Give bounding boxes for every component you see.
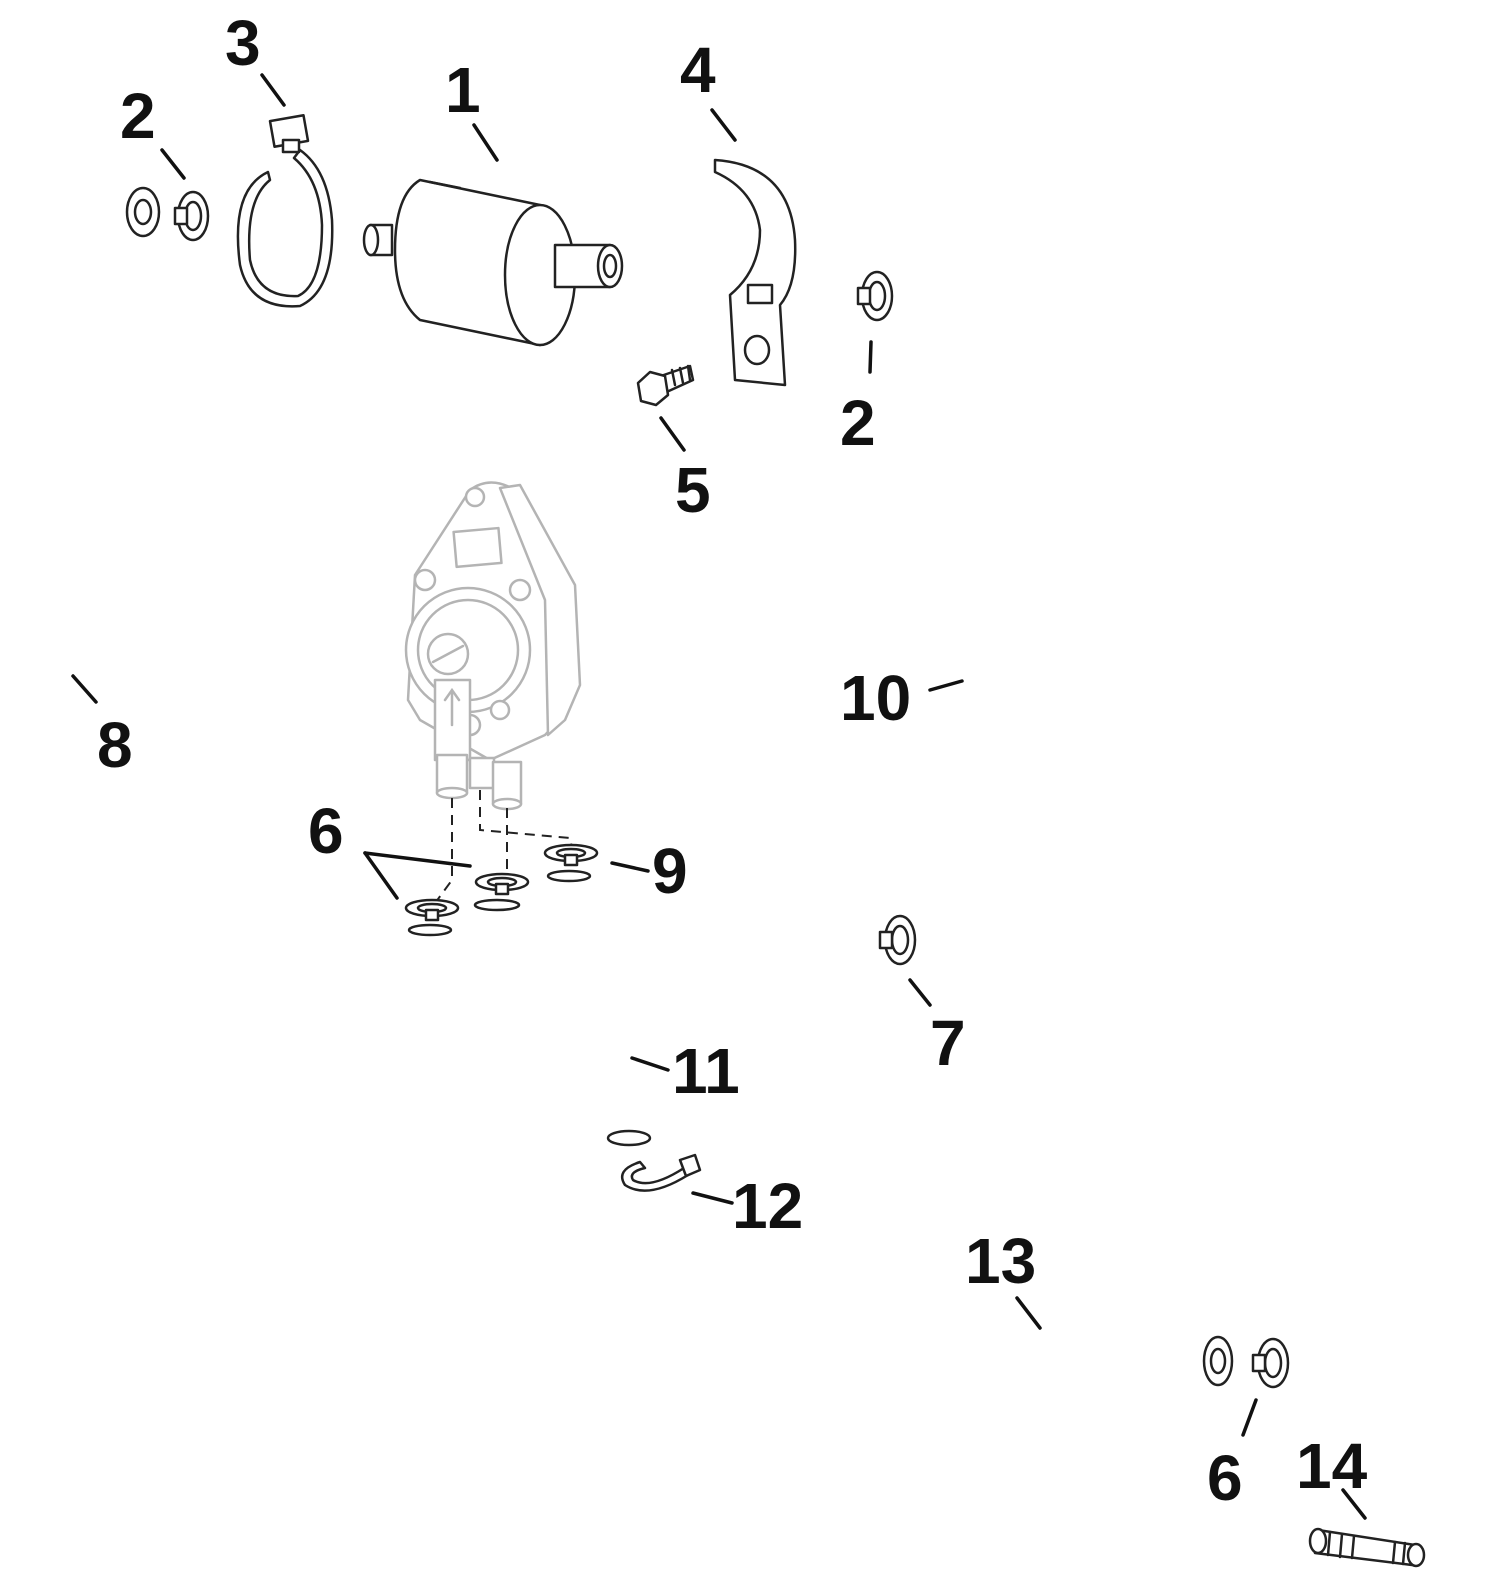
strap-3 [236, 113, 334, 308]
clamp-9 [543, 843, 599, 867]
clamp-12 [620, 1153, 702, 1192]
hose-8 [0, 186, 520, 1269]
callout-14: 14 [1296, 1430, 1368, 1502]
clamp-2-right [856, 270, 894, 322]
hose-8-end [473, 898, 521, 912]
clamp-6-right [1251, 1337, 1290, 1389]
callout-7: 7 [930, 1007, 966, 1079]
clamp-7 [878, 914, 917, 966]
bracket-4 [713, 158, 797, 387]
callout-3: 3 [225, 7, 261, 79]
hose-13 [407, 915, 1235, 1391]
screw-5 [636, 364, 695, 407]
callout-13: 13 [965, 1225, 1036, 1297]
callout-4: 4 [680, 34, 716, 106]
callout-9: 9 [652, 835, 688, 907]
callout-6-top: 6 [308, 795, 344, 867]
fuel-filter-1 [362, 178, 624, 347]
clamp-2-left [173, 190, 210, 242]
callout-8: 8 [97, 709, 133, 781]
callout-6-bottom: 6 [1207, 1442, 1243, 1514]
fuel-pump [404, 481, 582, 811]
hose-10 [893, 283, 1059, 957]
fitting-14 [1308, 1527, 1426, 1568]
hose-11 [546, 860, 652, 1155]
callout-10: 10 [840, 662, 911, 734]
callout-1: 1 [445, 54, 481, 126]
callout-5: 5 [675, 454, 711, 526]
clamp-6-b [474, 872, 530, 896]
callout-11: 11 [672, 1035, 740, 1107]
clamp-6-a [404, 898, 460, 922]
leader-lines [71, 73, 1367, 1520]
callout-12: 12 [732, 1170, 803, 1242]
callout-2-top: 2 [120, 80, 156, 152]
callout-2-right: 2 [840, 387, 876, 459]
